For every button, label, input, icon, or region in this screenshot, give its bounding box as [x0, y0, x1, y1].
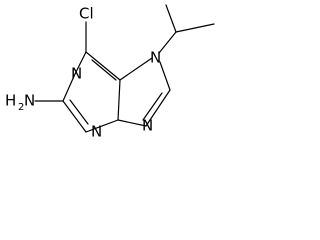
- amine-nitrogen-label: N: [24, 92, 35, 110]
- bond-isopropyl-methyl-left: [165, 4, 177, 33]
- nitrogen-3-label: N: [91, 123, 102, 141]
- bond-n9-c4: [117, 119, 147, 127]
- bond-c6-c5-double-inner: [91, 59, 117, 81]
- bond-c8-n9-double-inner: [142, 92, 163, 121]
- bond-c5-n7: [119, 57, 153, 81]
- nitrogen-7-label: N: [150, 49, 161, 67]
- bond-c8-n9: [145, 89, 171, 127]
- bond-c5-c6: [85, 51, 121, 81]
- nitrogen-1-label: N: [71, 65, 82, 83]
- bond-c4-c5: [117, 79, 121, 121]
- amine-subscript-label: 2: [18, 102, 24, 113]
- bond-n1-c2: [62, 73, 76, 102]
- bond-c2-n3: [62, 100, 87, 133]
- diagram-background: [0, 0, 220, 156]
- amine-prefix-label: H: [5, 92, 16, 110]
- chemical-structure-diagram: Cl N N N N H 2 N: [0, 0, 220, 156]
- bond-n3-c4: [85, 119, 119, 133]
- bond-n7-c8: [159, 61, 171, 91]
- nitrogen-9-label: N: [142, 117, 153, 135]
- bond-isopropyl-methyl-right: [175, 23, 215, 33]
- bond-c2-n3-double-inner: [69, 99, 89, 125]
- chlorine-label: Cl: [79, 5, 94, 23]
- molecule-canvas: Cl N N N N H 2 N: [0, 0, 220, 156]
- bond-c6-n1: [74, 51, 87, 75]
- bond-n7-isopropyl: [158, 31, 177, 54]
